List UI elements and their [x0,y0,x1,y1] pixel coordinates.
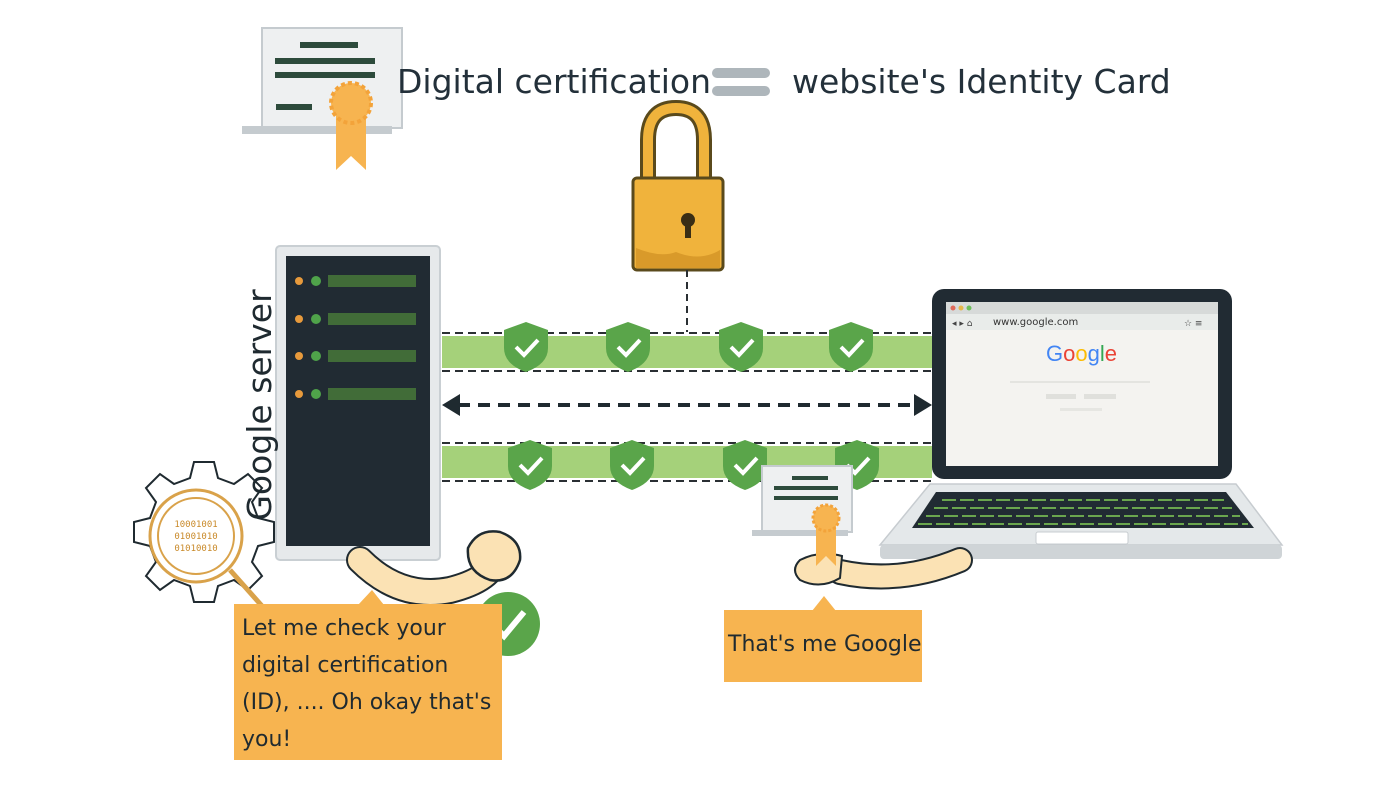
svg-text:☆ ≡: ☆ ≡ [1184,319,1202,329]
browser-url: www.google.com [993,317,1079,328]
bubble-pointer [358,590,384,605]
server-speech-bubble: Let me check your digital certification … [234,604,502,760]
server-rack-unit [295,388,416,400]
gear-magnifier-icon: 10001001 01001010 01010010 [133,461,275,608]
logo-letter: e [1104,341,1118,366]
shield-check-icon [606,322,650,372]
shield-check-icon [723,440,767,490]
server-label: Google server [240,289,279,521]
svg-text:01001010: 01001010 [174,532,217,542]
server-hand [346,530,522,606]
logo-letter: g [1087,341,1100,366]
shield-check-icon [504,322,548,372]
logo-letter: o [1075,341,1088,366]
browser-nav-icons: ◂ ▸ ⌂ ☆ ≡ [952,319,1202,329]
svg-text:10001001: 10001001 [174,520,217,530]
double-arrow-icon [442,394,932,416]
client-speech-bubble: That's me Google [724,610,922,682]
google-logo: Google [1046,341,1117,367]
certificate-icon [752,465,853,566]
logo-letter: l [1099,341,1105,366]
svg-text:◂ ▸ ⌂: ◂ ▸ ⌂ [952,319,973,329]
certificate-icon [242,27,403,170]
google-search-box [1010,381,1150,411]
logo-letter: o [1063,341,1076,366]
padlock-icon [631,99,725,272]
shield-check-icon [508,440,552,490]
svg-text:01010010: 01010010 [174,544,217,554]
equals-icon [712,68,770,96]
server-rack-unit [295,350,416,362]
laptop [878,289,1284,559]
shield-check-icon [610,440,654,490]
server-rack-unit [295,313,416,325]
bubble-pointer [812,596,836,611]
client-hand [794,547,973,590]
shield-check-icon [719,322,763,372]
server-rack-unit [295,275,416,287]
logo-letter: G [1046,341,1064,366]
title-digital-certification: Digital certification [397,62,711,101]
title-identity-card: website's Identity Card [792,62,1171,101]
server-tower [275,245,441,561]
shield-check-icon [829,322,873,372]
